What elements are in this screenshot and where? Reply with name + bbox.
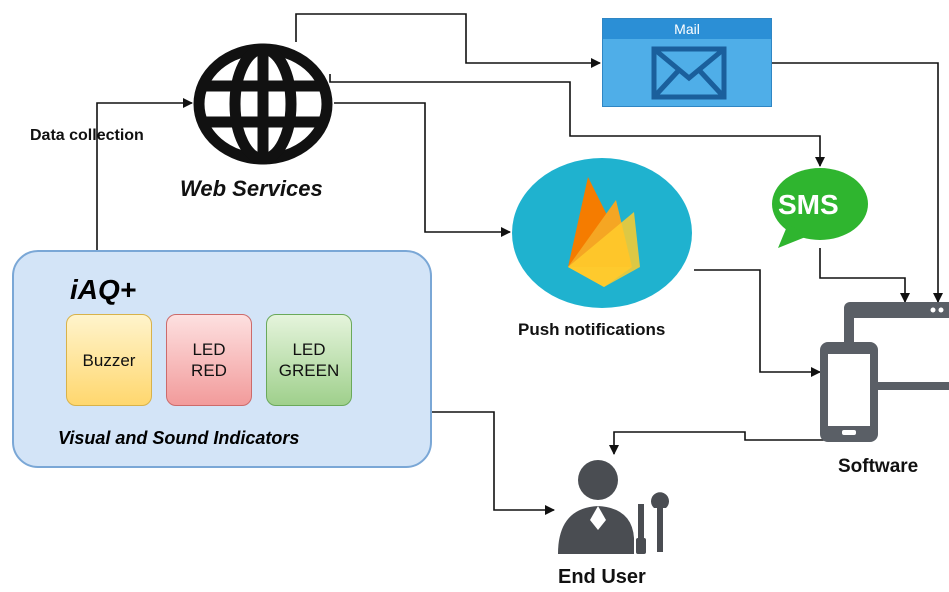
indicators-caption: Visual and Sound Indicators (58, 428, 300, 448)
led-green-line2: GREEN (278, 361, 340, 380)
push-node (512, 158, 692, 308)
iaq-title: iAQ+ (70, 274, 137, 305)
end-user-label: End User (558, 566, 646, 588)
edge-push-to-software (694, 269, 821, 377)
push-notifications-label: Push notifications (518, 320, 666, 339)
led-red-line1: LED (192, 340, 226, 359)
user-tools-icon (558, 460, 669, 554)
edge-web-to-mail (295, 13, 601, 68)
edge-mail-to-software (772, 62, 943, 303)
envelope-icon (651, 46, 727, 100)
edge-sms-to-software (819, 248, 910, 303)
edge-device-to-web (96, 98, 193, 250)
edge-web-to-push (334, 102, 511, 237)
data-collection-label: Data collection (30, 127, 144, 144)
led-green-indicator: LED GREEN (266, 314, 352, 406)
speech-bubble-icon (772, 168, 868, 248)
led-red-line2: RED (191, 361, 227, 380)
edge-device-to-user (432, 411, 555, 515)
monitor-phone-icon (820, 302, 949, 442)
web-services-label: Web Services (180, 176, 323, 201)
buzzer-indicator: Buzzer (66, 314, 152, 406)
globe-icon (193, 43, 333, 165)
mail-label: Mail (603, 19, 771, 39)
led-red-indicator: LED RED (166, 314, 252, 406)
firebase-flame-icon (568, 177, 640, 287)
iaq-device-panel: iAQ+ Buzzer LED RED LED GREEN Visual and… (12, 250, 432, 468)
software-label: Software (838, 456, 919, 477)
led-green-line1: LED (292, 340, 326, 359)
buzzer-label: Buzzer (82, 350, 136, 370)
edge-web-to-sms (329, 74, 825, 167)
mail-node: Mail (602, 18, 772, 107)
edge-software-to-user (609, 431, 830, 455)
sms-label: SMS (778, 189, 839, 220)
